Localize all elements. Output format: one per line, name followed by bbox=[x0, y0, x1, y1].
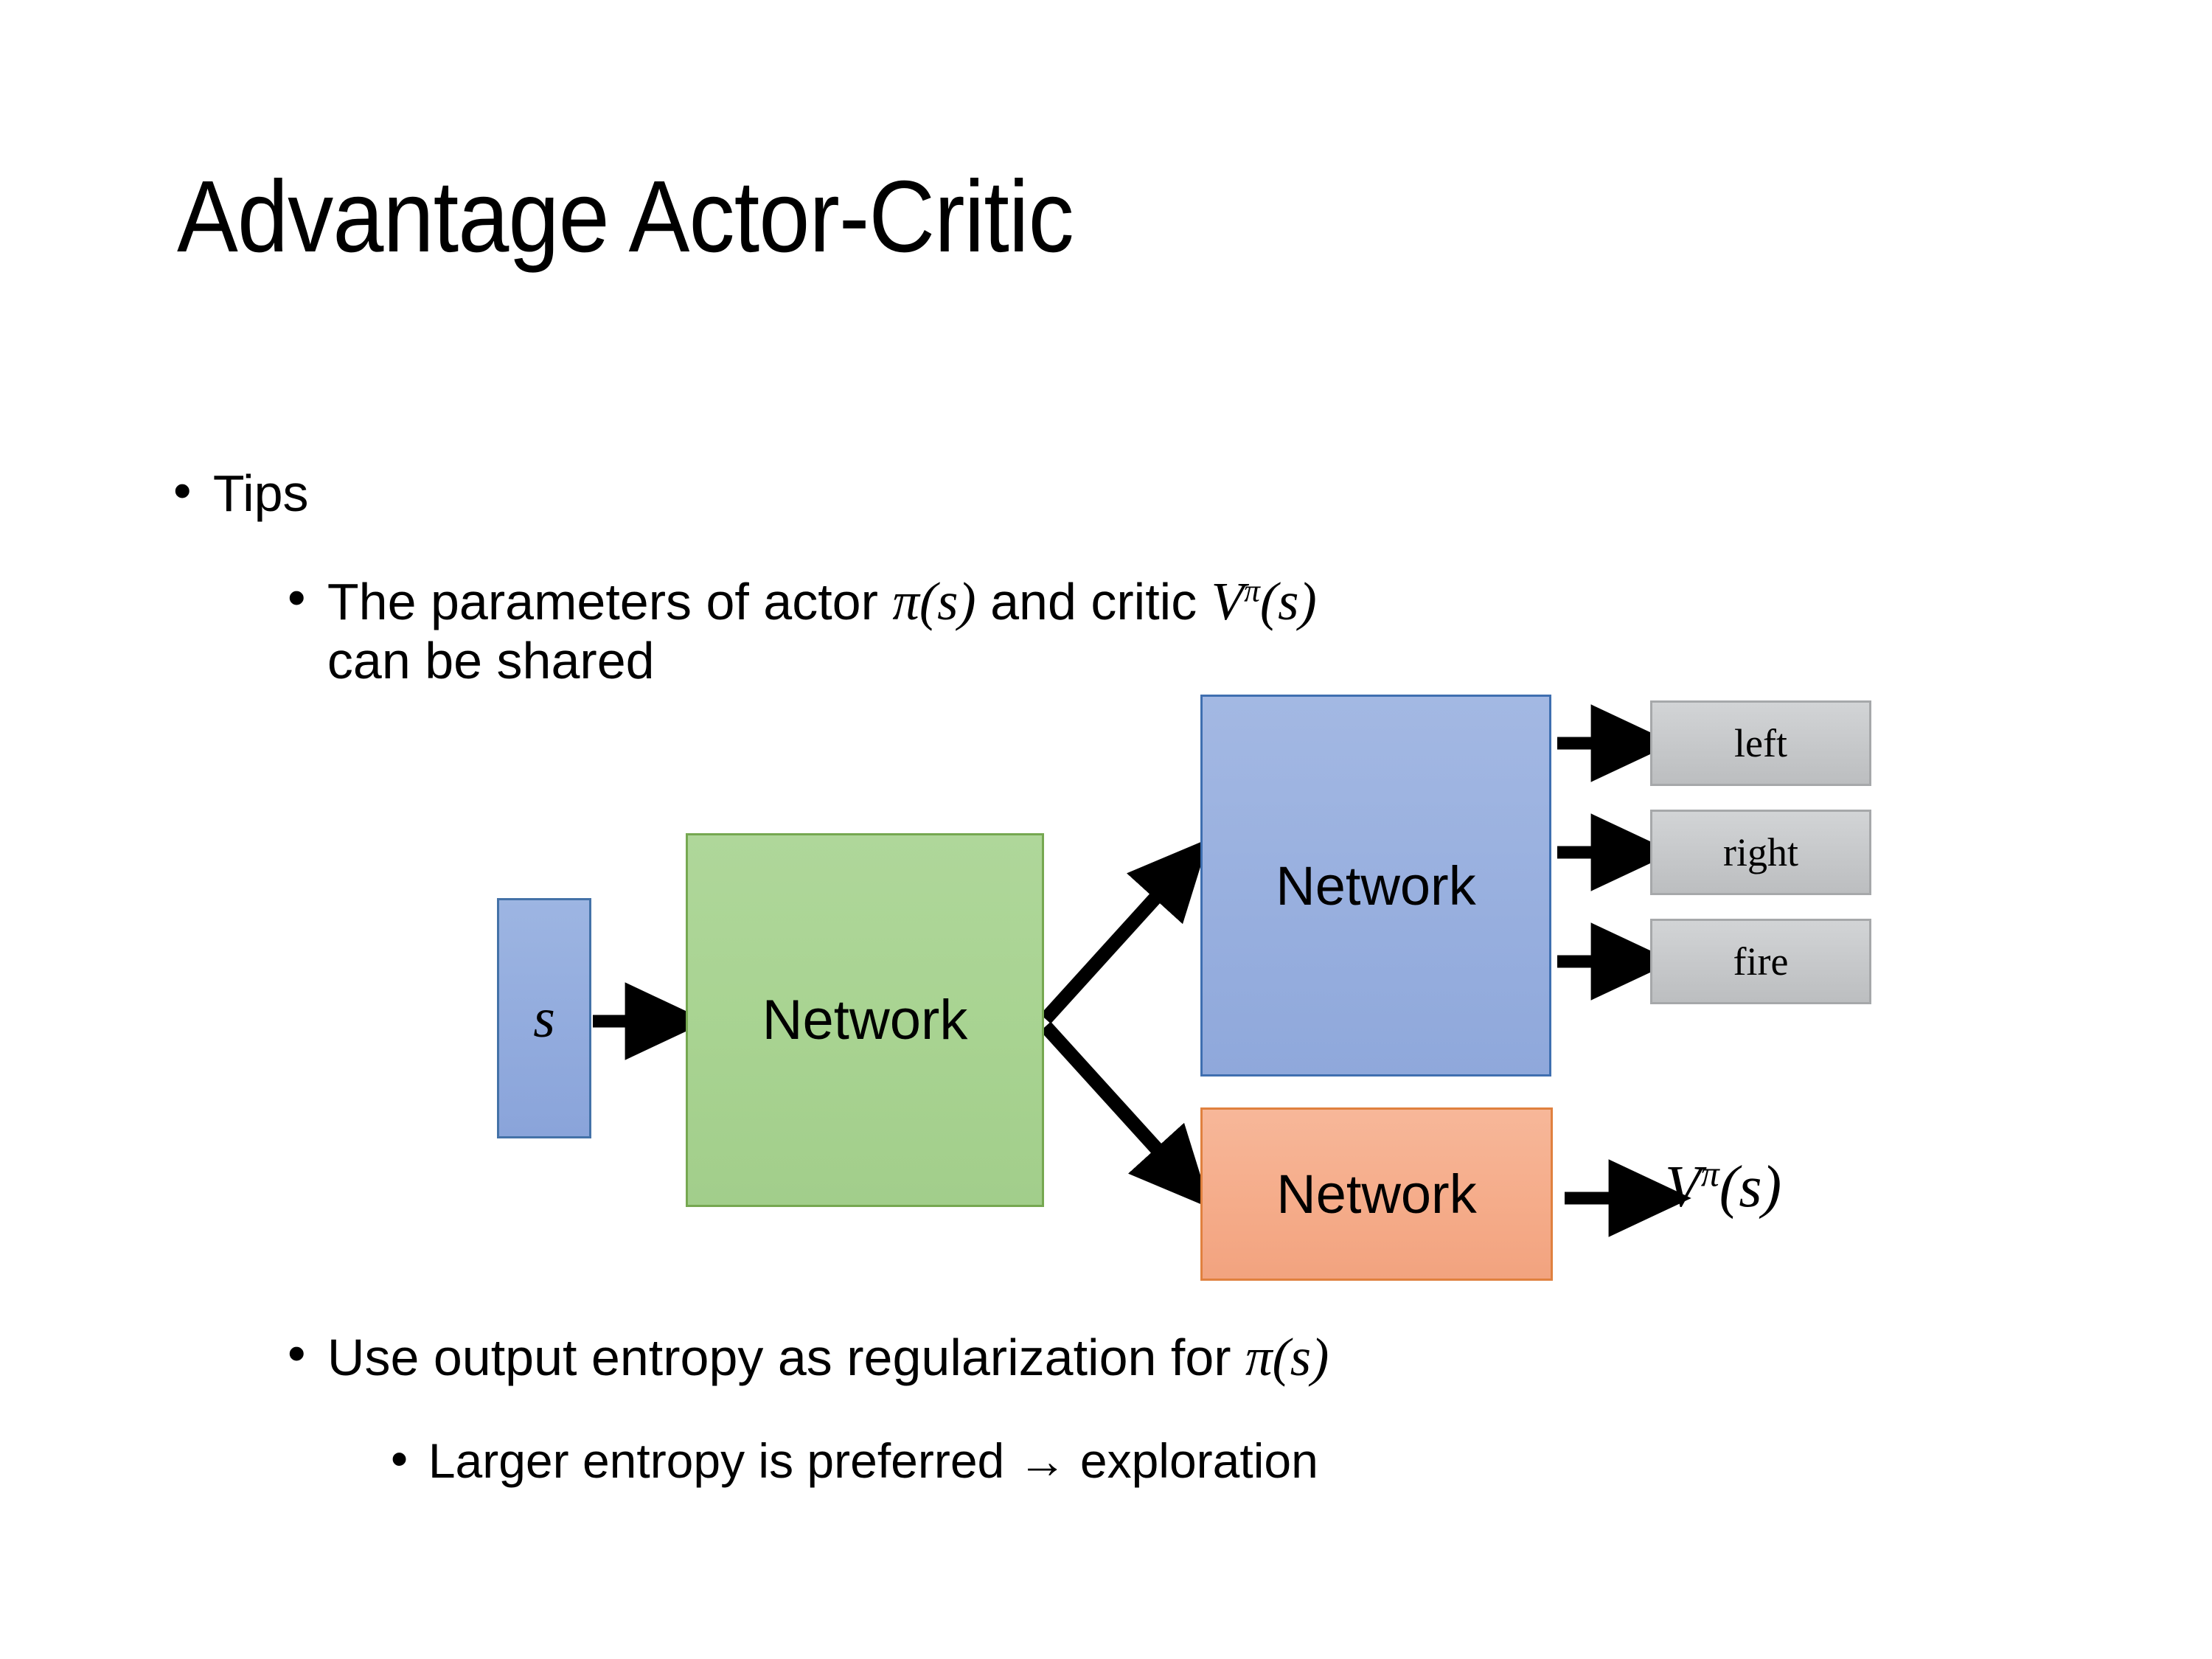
bullet-marker-icon: • bbox=[391, 1431, 408, 1486]
bullet-shared-parameters: • The parameters of actor π(s) and criti… bbox=[288, 571, 1317, 689]
value-output-base: V bbox=[1665, 1155, 1701, 1220]
critic-network-label: Network bbox=[1276, 1164, 1477, 1225]
critic-network-box[interactable]: Network bbox=[1200, 1107, 1553, 1281]
action-label-left: left bbox=[1734, 721, 1787, 765]
action-box-left[interactable]: left bbox=[1650, 700, 1871, 786]
critic-symbol-superscript: π bbox=[1244, 573, 1260, 609]
bullet-marker-icon: • bbox=[288, 568, 306, 626]
state-input-label: s bbox=[533, 987, 555, 1049]
action-label-right: right bbox=[1723, 830, 1798, 874]
action-box-right[interactable]: right bbox=[1650, 810, 1871, 895]
page-title: Advantage Actor-Critic bbox=[177, 160, 1074, 274]
action-box-fire[interactable]: fire bbox=[1650, 919, 1871, 1004]
shared-params-prefix: The parameters of actor bbox=[327, 573, 893, 630]
critic-symbol-argument: (s) bbox=[1259, 571, 1317, 631]
bullet-larger-entropy: • Larger entropy is preferred → explorat… bbox=[391, 1431, 1318, 1489]
action-label-fire: fire bbox=[1733, 939, 1789, 984]
bullet-entropy-regularization: • Use output entropy as regularization f… bbox=[288, 1327, 1329, 1388]
shared-network-box[interactable]: Network bbox=[686, 833, 1044, 1207]
bullet-marker-icon: • bbox=[173, 462, 192, 519]
shared-params-middle: and critic bbox=[975, 573, 1211, 630]
value-output-argument: (s) bbox=[1719, 1155, 1782, 1220]
arrow-shared-to-actor bbox=[1040, 838, 1210, 1024]
shared-params-line2: can be shared bbox=[327, 631, 655, 689]
actor-symbol: π(s) bbox=[892, 571, 976, 631]
shared-network-label: Network bbox=[762, 989, 968, 1051]
bullet-tips-label: Tips bbox=[212, 465, 309, 522]
critic-symbol-base: V bbox=[1211, 571, 1245, 631]
bullet-tips: • Tips bbox=[173, 465, 309, 522]
state-input-box[interactable]: s bbox=[497, 898, 591, 1138]
value-function-output-label: Vπ(s) bbox=[1665, 1154, 1781, 1221]
actor-network-label: Network bbox=[1276, 855, 1476, 917]
entropy-prefix: Use output entropy as regularization for bbox=[327, 1329, 1246, 1386]
bullet-entropy-text: Use output entropy as regularization for… bbox=[327, 1327, 1329, 1388]
actor-network-box[interactable]: Network bbox=[1200, 695, 1551, 1077]
arrow-shared-to-critic bbox=[1040, 1021, 1211, 1208]
bullet-shared-parameters-text: The parameters of actor π(s) and critic … bbox=[327, 571, 1317, 689]
bullet-marker-icon: • bbox=[288, 1324, 306, 1382]
value-output-superscript: π bbox=[1700, 1153, 1719, 1194]
entropy-policy-symbol: π(s) bbox=[1245, 1327, 1329, 1387]
bullet-larger-entropy-label: Larger entropy is preferred → exploratio… bbox=[428, 1433, 1318, 1488]
